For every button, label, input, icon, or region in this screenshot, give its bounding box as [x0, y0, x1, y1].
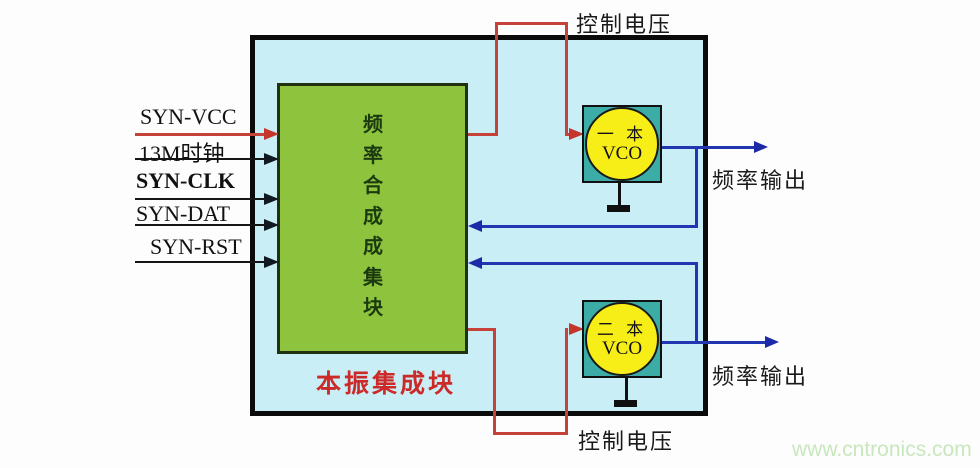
- vco2-circle: 二 本 VCO: [585, 302, 659, 376]
- clock-13m-arrow-icon: [264, 153, 279, 165]
- input-label-syn-dat: SYN-DAT: [136, 201, 231, 226]
- syn-dat-wire: [135, 224, 266, 226]
- input-label-syn-rst: SYN-RST: [150, 234, 242, 259]
- vco2-ground-stem: [625, 378, 628, 401]
- ctrl-bottom-wire-seg4: [565, 328, 568, 435]
- vco1-circle: 一 本 VCO: [585, 107, 659, 181]
- syn-clk-wire: [135, 198, 266, 200]
- ctrl-top-wire-seg3: [495, 22, 568, 25]
- syn-rst-arrow-icon: [264, 256, 279, 268]
- vco2-output-arrow-icon: [765, 336, 779, 348]
- vco2-ground-icon: [614, 400, 637, 407]
- vco2-feedback-arrow-icon: [468, 257, 482, 269]
- ctrl-bottom-arrow-icon: [569, 323, 584, 335]
- input-label-syn-clk: SYN-CLK: [136, 168, 236, 193]
- ctrl-bottom-wire-seg2: [493, 328, 496, 435]
- input-label-13m-clock: 13M时钟: [139, 141, 225, 166]
- control-voltage-top-label: 控制电压: [576, 12, 673, 37]
- vco2-label-line1: 二 本: [596, 319, 648, 339]
- ctrl-top-wire-seg1: [468, 133, 498, 136]
- control-voltage-bottom-label: 控制电压: [578, 429, 675, 454]
- syn-vcc-wire: [135, 133, 266, 136]
- vco1-ground-stem: [618, 183, 621, 206]
- vco1-output-arrow-icon: [754, 141, 768, 153]
- vco2-feedback-vertical: [695, 264, 698, 344]
- freq-output-top-label: 频率输出: [712, 168, 809, 193]
- syn-clk-arrow-icon: [264, 193, 279, 205]
- vco2-output-wire: [662, 341, 766, 344]
- vco1-label-line1: 一 本: [596, 124, 648, 144]
- ctrl-top-wire-seg2: [495, 22, 498, 136]
- freq-synth-block-label: 频率合成成集块: [363, 114, 383, 319]
- vco1-feedback-vertical: [695, 146, 698, 228]
- vco1-output-wire: [662, 146, 755, 149]
- box-caption: 本振集成块: [316, 371, 457, 398]
- ctrl-top-wire-seg5: [565, 133, 571, 136]
- vco1-ground-icon: [607, 205, 630, 212]
- syn-vcc-arrow-icon: [264, 128, 279, 140]
- input-label-syn-vcc: SYN-VCC: [140, 104, 237, 129]
- clock-13m-wire: [135, 158, 266, 160]
- vco2-label-line2: VCO: [601, 337, 643, 359]
- vco1-label-line2: VCO: [601, 142, 643, 164]
- vco1-feedback-arrow-icon: [468, 220, 482, 232]
- freq-output-bottom-label: 频率输出: [712, 364, 809, 389]
- ctrl-bottom-wire-seg3: [493, 432, 568, 435]
- syn-rst-wire: [135, 261, 266, 263]
- freq-synth-block: [277, 83, 468, 354]
- ctrl-bottom-wire-seg1: [468, 328, 496, 331]
- watermark: www.cntronics.com: [792, 438, 972, 461]
- syn-dat-arrow-icon: [264, 219, 279, 231]
- ctrl-top-arrow-icon: [569, 128, 584, 140]
- vco2-feedback-wire: [481, 262, 698, 265]
- ctrl-top-wire-seg4: [565, 22, 568, 136]
- vco1-feedback-wire: [481, 225, 698, 228]
